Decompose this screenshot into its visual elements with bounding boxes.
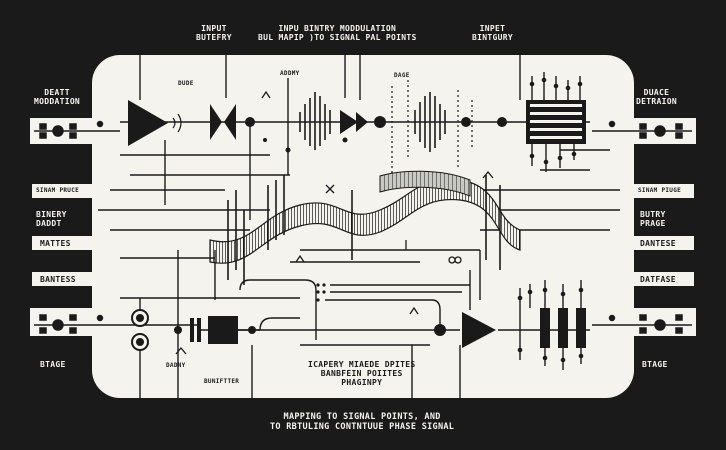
- left-bottom-node: [34, 314, 200, 334]
- continuous-phase-wave: [209, 178, 521, 264]
- left-top-node: [34, 120, 120, 139]
- top-nodes: [245, 116, 507, 153]
- label-dude: DUDE: [178, 80, 194, 87]
- wave-arcs: [172, 113, 182, 133]
- label-sinam-left: SINAM PRUCE: [36, 187, 80, 194]
- label-datfase: DATFASE: [640, 275, 676, 284]
- label-sinam-right: SINAM PIUGE: [638, 187, 682, 194]
- label-bunifter: BUNIFTTER: [204, 378, 240, 385]
- label-btage-left: BTAGE: [40, 360, 66, 369]
- bottom-routing: [120, 249, 590, 420]
- bar-waveform-right: [414, 92, 446, 152]
- label-bantess: BANTESS: [40, 275, 76, 284]
- bottom-blocks: [190, 316, 446, 344]
- wave-spikes: [227, 175, 501, 285]
- dotted-stems: [391, 80, 473, 175]
- top-signal-chain: [98, 20, 620, 231]
- wave-highlight: [379, 170, 471, 197]
- dotted-bus: [316, 283, 326, 302]
- label-mattes: MATTES: [40, 239, 71, 248]
- butterfly-shape: [210, 104, 222, 140]
- filter-pins-top: [529, 72, 583, 172]
- right-bottom-node: [592, 314, 692, 334]
- misc-marks: [261, 90, 494, 264]
- leader-lines: [341, 398, 409, 412]
- label-dage: DAGE: [394, 72, 410, 79]
- bottom-amplifier-triangle: [462, 312, 496, 348]
- amplifier-triangle: [128, 100, 168, 146]
- filter-block-bottom: [540, 308, 586, 348]
- label-dantese: DANTESE: [640, 239, 676, 248]
- filter-block-top: [526, 100, 586, 144]
- mid-arrow-triangle: [340, 110, 358, 134]
- filter-pins-bottom: [517, 280, 584, 370]
- bottom-arrow-marks: [175, 306, 419, 355]
- label-btage-right: BTAGE: [642, 360, 668, 369]
- right-top-node: [592, 120, 692, 139]
- label-dadny: DADNY: [166, 362, 186, 369]
- label-addmy: ADDMY: [280, 70, 300, 77]
- bar-waveform-left: [299, 92, 331, 150]
